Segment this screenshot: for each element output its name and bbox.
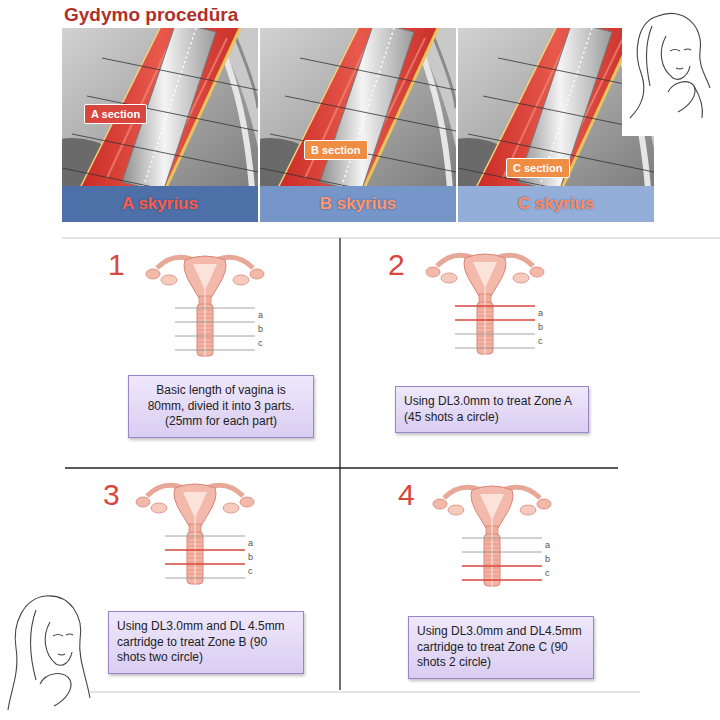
node-text: A section	[91, 108, 140, 120]
node-text: B section	[311, 144, 361, 156]
uterus-figure	[146, 256, 264, 356]
zone-letter: a	[248, 536, 253, 550]
zone-letter: b	[248, 550, 253, 564]
grid-line	[339, 238, 340, 690]
section-band: B skyrius	[260, 186, 456, 222]
grid-line	[65, 467, 618, 468]
node-text: Using DL3.0mm and DL4.5mm cartridge to t…	[417, 624, 585, 671]
node-text: B skyrius	[320, 194, 397, 214]
separator-line	[90, 692, 640, 693]
separator-line	[62, 238, 720, 239]
uterus-figure	[136, 484, 254, 584]
zone-letter: c	[545, 566, 550, 580]
zone-letter: a	[538, 306, 543, 320]
zone-letter: c	[538, 334, 543, 348]
zone-letter: c	[258, 336, 263, 350]
zone-letter: a	[258, 308, 263, 322]
section-tag: A section	[84, 104, 147, 124]
sketch-ground	[622, 0, 720, 136]
instruction-box: Using DL3.0mm and DL4.5mm cartridge to t…	[408, 616, 594, 679]
uterus-figure	[426, 254, 544, 354]
instruction-box: Using DL3.0mm and DL 4.5mm cartridge to …	[108, 611, 304, 674]
node-text: C skyrius	[518, 194, 595, 214]
zone-letter: c	[248, 564, 253, 578]
node-text: Using DL3.0mm to treat Zone A (45 shots …	[404, 394, 580, 425]
uterus-figure	[433, 486, 551, 586]
node-text: C section	[513, 162, 563, 174]
zone-letter: b	[545, 552, 550, 566]
step-number: 1	[108, 250, 125, 280]
section-band: C skyrius	[458, 186, 654, 222]
instruction-box: Using DL3.0mm to treat Zone A (45 shots …	[395, 386, 589, 433]
node-text: A skyrius	[122, 194, 198, 214]
page-title: Gydymo procedūra	[64, 4, 238, 26]
node-text: Basic length of vagina is 80mm, divied i…	[137, 383, 305, 430]
section-tag: B section	[304, 140, 368, 160]
section-band: A skyrius	[62, 186, 258, 222]
zone-letter: b	[258, 322, 263, 336]
instruction-box: Basic length of vagina is 80mm, divied i…	[128, 375, 314, 438]
node-text: Using DL3.0mm and DL 4.5mm cartridge to …	[117, 619, 295, 666]
section-tag: C section	[506, 158, 570, 178]
step-number: 3	[103, 480, 120, 510]
step-number: 4	[398, 480, 415, 510]
face-sketch	[630, 13, 710, 118]
zone-letter: b	[538, 320, 543, 334]
zone-letter: a	[545, 538, 550, 552]
step-number: 2	[388, 250, 405, 280]
face-sketch	[8, 596, 90, 710]
